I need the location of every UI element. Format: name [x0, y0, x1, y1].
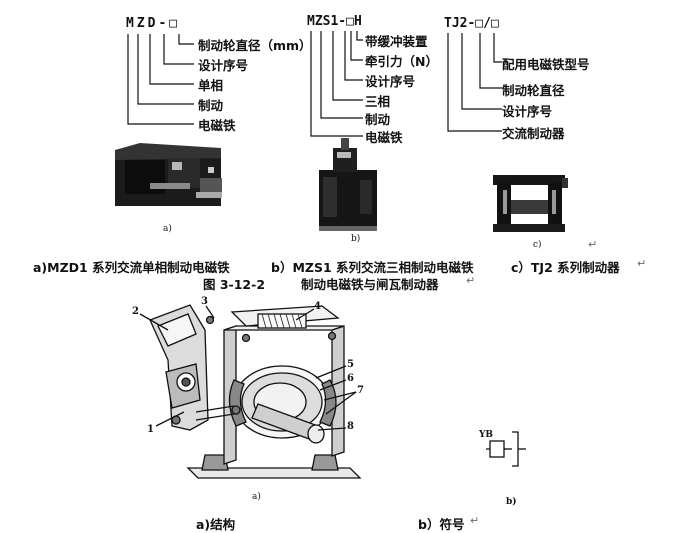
- figure-title: 制动电磁铁与闸瓦制动器: [301, 277, 439, 292]
- caption-a: a)MZD1 系列交流单相制动电磁铁: [33, 260, 230, 275]
- tj2-bracket-lines: [447, 33, 502, 132]
- mzd-photo-caption: a): [163, 224, 172, 234]
- paragraph-mark-caption: ↵: [637, 257, 647, 270]
- mzd-model-code: MZD-□: [126, 16, 181, 31]
- mzd-photo: [115, 143, 222, 206]
- bottom-caption-a: a)结构: [196, 517, 236, 532]
- tj2-label-wheel-diameter: 制动轮直径: [502, 83, 565, 98]
- mzs1-photo: [319, 138, 377, 231]
- drawing-caption: a): [252, 492, 261, 502]
- bottom-caption-b: b）符号: [418, 517, 465, 532]
- caption-b: b）MZS1 系列交流三相制动电磁铁: [271, 260, 474, 275]
- mzd-label-design-no: 设计序号: [198, 58, 249, 73]
- mzs1-label-buffer: 带缓冲装置: [365, 34, 428, 49]
- paragraph-mark-bottom: ↵: [470, 514, 480, 527]
- caption-c: c）TJ2 系列制动器: [511, 260, 620, 275]
- mzd-bracket-lines: [127, 34, 194, 125]
- part-number-1: 1: [147, 424, 154, 435]
- mzd-model-diagram: MZD-□ 制动轮直径（mm） 设计序号 单相 制动 电磁铁: [120, 8, 320, 138]
- mzs1-model-code: MZS1-□H: [307, 14, 362, 29]
- tj2-model-code: TJ2-□/□: [444, 16, 499, 31]
- mzs1-photo-caption: b): [351, 234, 361, 244]
- mzd-label-electromagnet: 电磁铁: [198, 118, 236, 133]
- mzs1-bracket-lines: [310, 31, 363, 137]
- mzs1-label-traction: 牵引力（N）: [365, 54, 438, 69]
- mzs1-label-electromagnet: 电磁铁: [365, 130, 403, 145]
- part-number-7: 7: [357, 385, 364, 396]
- symbol-caption: b): [506, 497, 517, 507]
- part-number-8: 8: [347, 421, 354, 432]
- tj2-label-design-no: 设计序号: [502, 104, 553, 119]
- paragraph-mark-title: ↵: [466, 274, 476, 287]
- tj2-label-ac-brake: 交流制动器: [502, 126, 565, 141]
- paragraph-mark-photo: ↵: [588, 238, 598, 251]
- mzs1-model-diagram: MZS1-□H 带缓冲装置 牵引力（N） 设计序号 三相 制动 电磁铁: [305, 8, 465, 145]
- mzs1-label-three-phase: 三相: [365, 94, 391, 109]
- part-number-5: 5: [347, 359, 354, 370]
- tj2-model-diagram: TJ2-□/□ 配用电磁铁型号 制动轮直径 设计序号 交流制动器: [440, 10, 640, 141]
- part-number-3: 3: [201, 296, 208, 307]
- mzs1-label-brake: 制动: [365, 112, 391, 127]
- symbol-yb-label: YB: [479, 430, 494, 440]
- mzs1-label-design-no: 设计序号: [365, 74, 416, 89]
- part-number-2: 2: [132, 306, 139, 317]
- figure-number: 图 3-12-2: [203, 277, 266, 292]
- tj2-photo: [493, 175, 568, 232]
- mzd-label-brake: 制动: [198, 98, 224, 113]
- tj2-photo-caption: c): [533, 240, 542, 250]
- part-number-4: 4: [314, 301, 321, 312]
- mzd-label-single-phase: 单相: [198, 78, 224, 93]
- tj2-label-magnet-model: 配用电磁铁型号: [502, 57, 590, 72]
- mzd-label-diameter: 制动轮直径（mm）: [198, 38, 312, 53]
- part-number-6: 6: [347, 373, 354, 384]
